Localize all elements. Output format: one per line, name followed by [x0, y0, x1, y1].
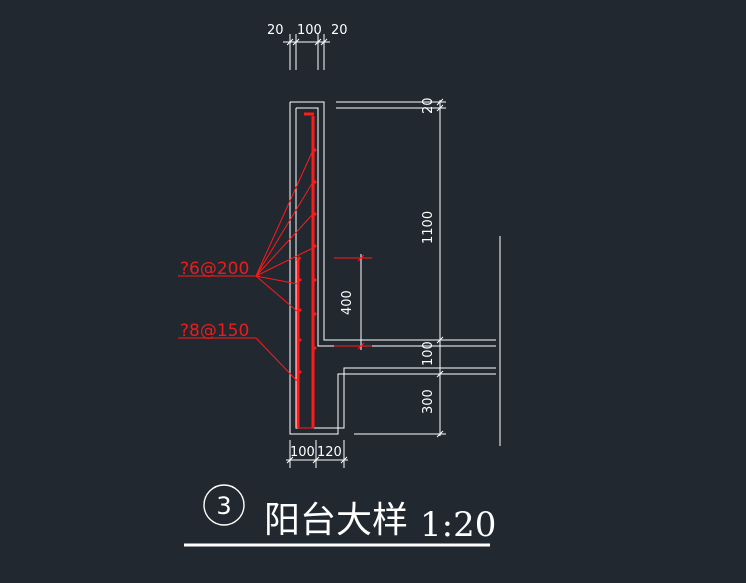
detail-title: 阳台大样 [264, 500, 408, 541]
detail-number: 3 [216, 492, 231, 520]
detail-scale: 1:20 [420, 505, 496, 545]
leader-lines [178, 149, 314, 383]
top-dim-20-left: 20 [267, 23, 284, 38]
bottom-dim-100: 100 [290, 445, 315, 460]
right-dim-100: 100 [421, 341, 436, 366]
right-dim-20: 20 [421, 97, 436, 114]
inner-dimension-400: 400 [334, 254, 372, 350]
rebar [295, 112, 317, 429]
balcony-profile [289, 101, 501, 446]
right-dimension: 20 1100 100 300 [336, 97, 446, 438]
rebar-dots [298, 148, 317, 374]
top-dim-100: 100 [297, 23, 322, 38]
title-block: 3 阳台大样 1:20 [184, 484, 496, 547]
rebar-label-6: ?6@200 [180, 259, 249, 279]
top-dim-20-right: 20 [331, 23, 348, 38]
bottom-dimension: 100 120 [286, 440, 348, 468]
inner-dim-400: 400 [340, 290, 355, 315]
top-dimension: 20 100 20 [267, 23, 348, 70]
rebar-label-8: ?8@150 [180, 321, 249, 341]
right-dim-1100: 1100 [421, 211, 436, 244]
right-dim-300: 300 [421, 389, 436, 414]
bottom-dim-120: 120 [317, 445, 342, 460]
